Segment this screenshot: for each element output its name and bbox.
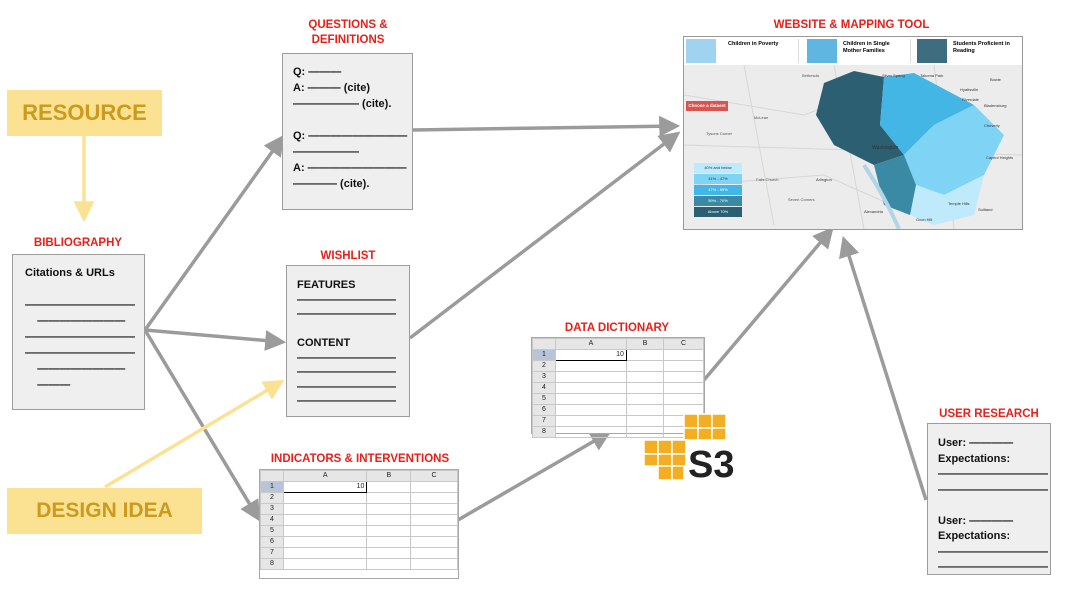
map-label: Arlington [816,177,832,182]
map-label: Hyattsville [960,87,979,92]
col-header: C [663,338,704,350]
legend-item: 41% - 47% [694,174,742,184]
data-dictionary-title: DATA DICTIONARY [564,322,670,334]
map-label: Capitol Heights [986,155,1014,160]
map-label: Tysons Corner [706,131,733,136]
map-label: Bethesda [802,73,819,78]
website-mapping-screenshot: Children in Poverty Children in Single M… [683,36,1023,230]
arrow-datadict-to-website [702,226,834,382]
aws-s3-logo: S3 [642,412,742,490]
legend-item: 40% and below [694,163,742,173]
questions-title: QUESTIONS & DEFINITIONS [283,18,413,48]
col-header: A [282,470,368,482]
map-label: Suitland [978,207,993,212]
row-header: 7 [260,547,284,559]
arrow-bib-to-wishlist [144,328,287,351]
row-header: 1 [260,481,284,493]
user-research-body: User: ———— Expectations: —————————— ————… [938,437,1048,573]
map-label: Silver Spring [882,73,905,78]
map-label: Temple Hills [948,201,970,206]
map-label: Washington [872,145,899,151]
map-region-mid [880,73,974,155]
row-header: 8 [532,426,556,438]
row-header: 5 [260,525,284,537]
row-header: 6 [532,404,556,416]
bibliography-title: BIBLIOGRAPHY [33,237,123,249]
map-tab[interactable]: Children in Single Mother Families [798,39,907,63]
row-header: 3 [532,371,556,383]
cell-a1: 10 [282,481,368,493]
col-header: B [625,338,665,350]
map-tab[interactable]: Children in Poverty [686,39,794,63]
row-header: 7 [532,415,556,427]
legend-item: 59% - 70% [694,196,742,206]
map-label: Alexandria [864,209,883,214]
questions-title-line2: DEFINITIONS [311,34,385,46]
wishlist-title: WISHLIST [320,250,376,262]
map-label: Falls Church [756,177,779,182]
bibliography-body: Citations & URLs —————————— ———————— ———… [25,267,135,391]
map-legend: 40% and below 41% - 47% 47% - 59% 59% - … [694,163,742,217]
col-header: A [555,338,627,350]
arrow-wishlist-to-website [408,131,681,340]
arrow-questions-to-website [412,115,681,137]
map-label: McLean [754,115,769,120]
map-thumb-icon [917,39,947,63]
map-region-light [904,105,1004,195]
map-tab-label: Children in Poverty [728,41,779,47]
row-header: 3 [260,503,284,515]
legend-item: 47% - 59% [694,185,742,195]
map-thumb-icon [807,39,837,63]
map-tab[interactable]: Students Proficient in Reading [910,39,1019,63]
map-region-dark [816,71,904,165]
arrow-design-to-wishlist [104,379,285,489]
questions-title-line1: QUESTIONS & [308,19,388,31]
user-research-title: USER RESEARCH [939,408,1039,420]
cell-a1: 10 [555,349,627,361]
choose-dataset-button[interactable]: Choose a dataset [686,101,728,111]
row-header: 2 [532,360,556,372]
resource-box: RESOURCE [7,90,162,136]
wishlist-body: FEATURES ————————— ————————— CONTENT ———… [297,279,396,407]
arrow-indicators-to-datadict [457,430,612,522]
map-thumb-icon [686,39,716,63]
s3-label: S3 [688,444,735,486]
row-header: 4 [532,382,556,394]
indicators-title: INDICATORS & INTERVENTIONS [270,453,450,465]
row-header: 5 [532,393,556,405]
map-region-pale [910,175,984,225]
questions-body: Q: ——— A: ——— (cite) —————— (cite). Q: —… [293,66,408,190]
row-header: 6 [260,536,284,548]
row-header: 2 [260,492,284,504]
s3-cubes-icon [643,413,727,481]
website-title: WEBSITE & MAPPING TOOL [773,19,930,31]
arrow-bib-to-indicators [143,329,261,522]
map-label: Cheverly [984,123,1000,128]
map-label: Seven Corners [788,197,815,202]
map-tab-label: Children in Single Mother Families [843,41,890,54]
wishlist-card: FEATURES ————————— ————————— CONTENT ———… [286,265,410,417]
row-header: 8 [260,558,284,570]
arrow-userresearch-to-website [839,235,928,501]
map-label: Oxon Hill [916,217,933,222]
map-label: Takoma Park [920,73,944,78]
questions-card: Q: ——— A: ——— (cite) —————— (cite). Q: —… [282,53,413,210]
map-label: Bladensburg [984,103,1007,108]
map-tab-label: Students Proficient in Reading [953,41,1010,54]
row-header: 1 [532,349,556,361]
col-header: C [410,470,458,482]
design-idea-box: DESIGN IDEA [7,488,202,534]
row-header: 4 [260,514,284,526]
bibliography-card: Citations & URLs —————————— ———————— ———… [12,254,145,410]
map-label: Riverdale [962,97,979,102]
map-label: Bowie [990,77,1001,82]
arrow-bib-to-questions [143,134,285,332]
user-research-card: User: ———— Expectations: —————————— ————… [927,423,1051,575]
col-header: B [366,470,412,482]
legend-item: Above 70% [694,207,742,217]
